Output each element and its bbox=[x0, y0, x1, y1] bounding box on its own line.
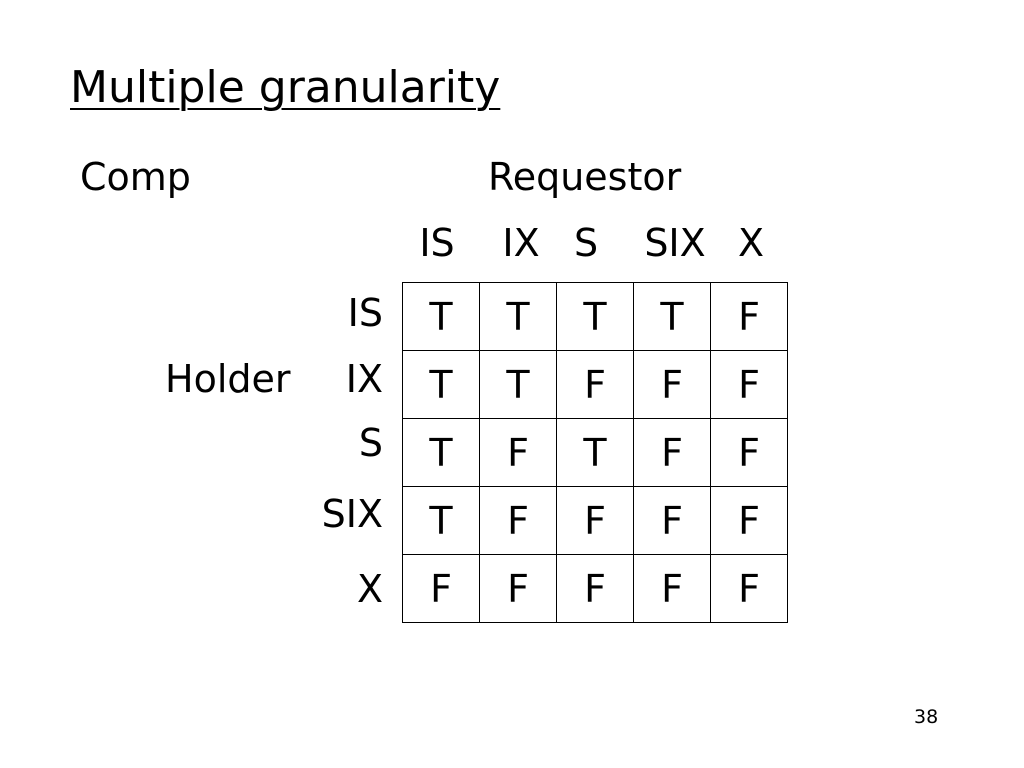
matrix-cell: F bbox=[479, 418, 557, 487]
matrix-cell: F bbox=[479, 554, 557, 623]
matrix-row-ix: T T F F F bbox=[402, 350, 788, 419]
compatibility-matrix: T T T T F T T F F F T F T F F T F F F F bbox=[402, 282, 788, 623]
matrix-cell: T bbox=[402, 282, 480, 351]
matrix-cell: F bbox=[710, 282, 788, 351]
matrix-cell: T bbox=[402, 418, 480, 487]
row-header-six: SIX bbox=[321, 492, 383, 536]
row-header-s: S bbox=[358, 421, 383, 465]
column-header-ix: IX bbox=[502, 221, 540, 265]
matrix-cell: F bbox=[479, 486, 557, 555]
matrix-cell: F bbox=[556, 486, 634, 555]
page-number: 38 bbox=[914, 706, 939, 728]
matrix-cell: T bbox=[479, 350, 557, 419]
row-header-is: IS bbox=[347, 291, 383, 335]
matrix-row-is: T T T T F bbox=[402, 282, 788, 351]
matrix-cell: F bbox=[710, 486, 788, 555]
matrix-row-six: T F F F F bbox=[402, 486, 788, 555]
slide-title: Multiple granularity bbox=[70, 62, 501, 113]
matrix-cell: F bbox=[710, 418, 788, 487]
matrix-cell: F bbox=[710, 350, 788, 419]
column-header-s: S bbox=[573, 221, 599, 265]
matrix-cell: F bbox=[402, 554, 480, 623]
column-header-six: SIX bbox=[644, 221, 706, 265]
row-header-x: X bbox=[356, 567, 383, 611]
matrix-cell: F bbox=[710, 554, 788, 623]
column-header-is: IS bbox=[419, 221, 455, 265]
holder-label: Holder bbox=[165, 357, 291, 401]
requestor-label: Requestor bbox=[488, 155, 682, 199]
matrix-cell: T bbox=[633, 282, 711, 351]
matrix-cell: F bbox=[633, 350, 711, 419]
comp-label: Comp bbox=[80, 155, 191, 199]
matrix-cell: F bbox=[633, 554, 711, 623]
matrix-cell: F bbox=[556, 350, 634, 419]
matrix-row-s: T F T F F bbox=[402, 418, 788, 487]
matrix-cell: T bbox=[479, 282, 557, 351]
matrix-cell: F bbox=[556, 554, 634, 623]
row-header-ix: IX bbox=[345, 357, 383, 401]
matrix-cell: T bbox=[402, 486, 480, 555]
matrix-cell: F bbox=[633, 486, 711, 555]
matrix-cell: T bbox=[402, 350, 480, 419]
matrix-cell: F bbox=[633, 418, 711, 487]
matrix-cell: T bbox=[556, 418, 634, 487]
matrix-cell: T bbox=[556, 282, 634, 351]
column-header-x: X bbox=[737, 221, 765, 265]
matrix-row-x: F F F F F bbox=[402, 554, 788, 623]
